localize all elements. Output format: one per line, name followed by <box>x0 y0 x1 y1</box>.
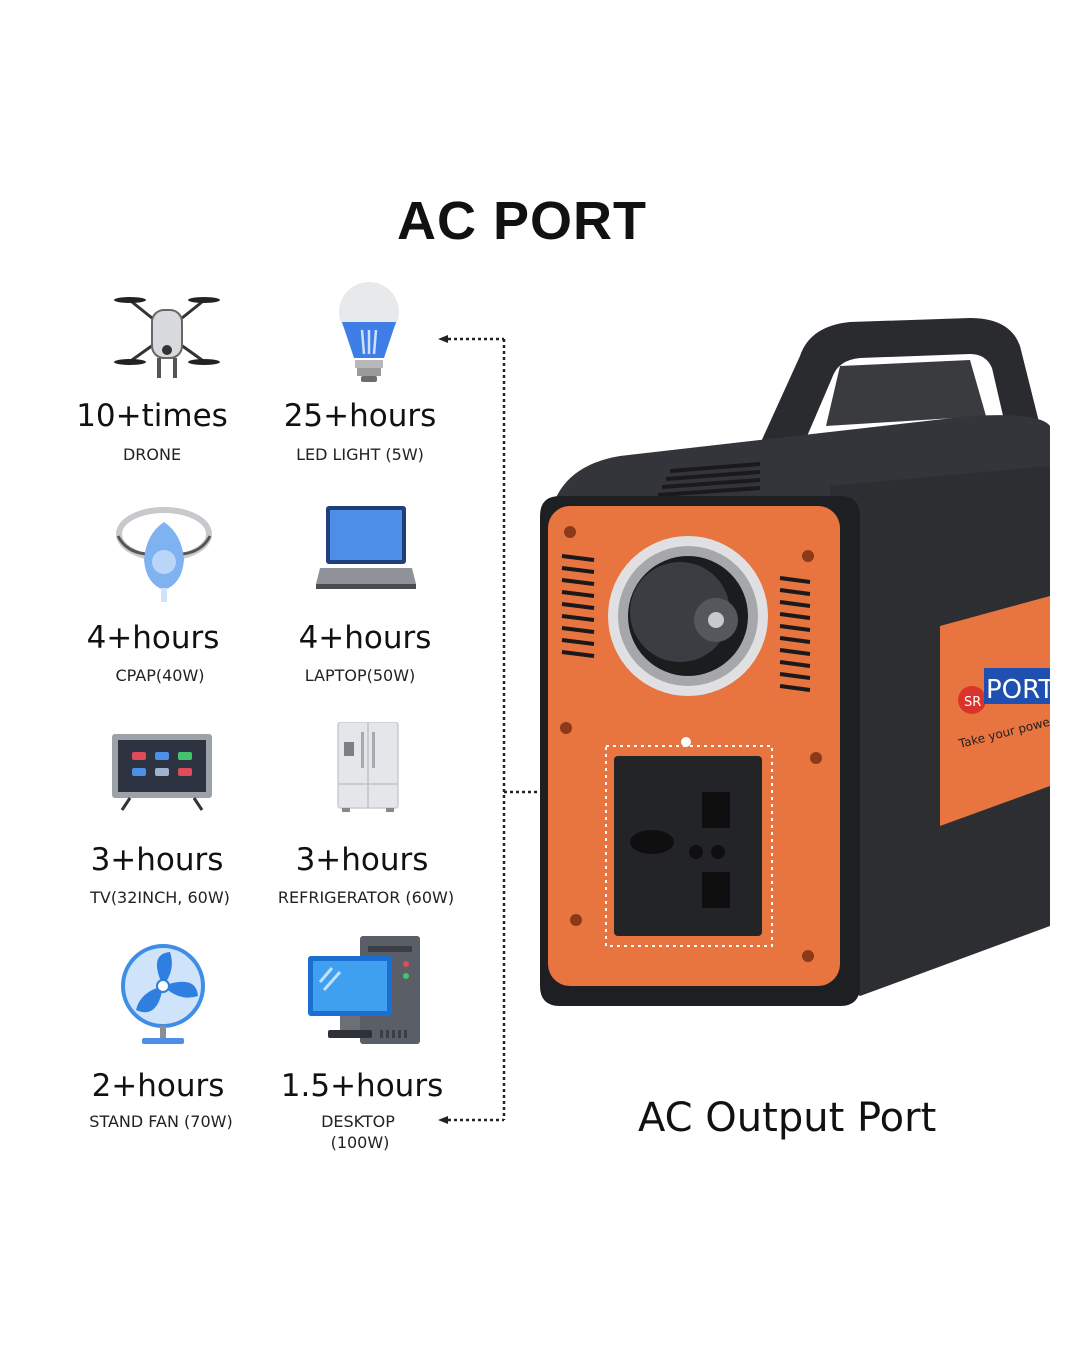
device-label: DESKTOP <box>321 1112 395 1131</box>
runtime-value: 3+hours <box>90 842 224 878</box>
runtime-value: 4+hours <box>298 620 432 656</box>
ac-output-caption: AC Output Port <box>638 1095 937 1141</box>
device-label: REFRIGERATOR (60W) <box>277 888 455 907</box>
device-label: TV(32INCH, 60W) <box>90 888 230 907</box>
refrigerator-icon <box>336 722 400 814</box>
led-bulb-icon <box>336 282 402 386</box>
fan-icon <box>118 944 208 1048</box>
power-station-image: SR PORTA Take your power wi <box>540 318 1050 1006</box>
runtime-value: 3+hours <box>295 842 429 878</box>
device-label-line2: (100W) <box>330 1133 390 1152</box>
runtime-value: 2+hours <box>91 1068 225 1104</box>
cpap-mask-icon <box>116 504 212 604</box>
drone-icon <box>112 280 222 385</box>
laptop-icon <box>316 504 416 594</box>
brand-logo: SR <box>964 695 981 710</box>
device-label: LAPTOP(50W) <box>304 666 416 685</box>
runtime-value: 10+times <box>76 398 228 434</box>
runtime-value: 1.5+hours <box>280 1068 444 1104</box>
device-label: STAND FAN (70W) <box>89 1112 233 1131</box>
device-label: LED LIGHT (5W) <box>296 445 424 464</box>
brand-name: PORTA <box>986 675 1050 705</box>
runtime-value: 25+hours <box>283 398 437 434</box>
page-title: AC PORT <box>397 191 647 251</box>
tv-icon <box>112 734 212 814</box>
runtime-value: 4+hours <box>86 620 220 656</box>
device-label: DRONE <box>122 445 182 464</box>
desktop-computer-icon <box>306 934 424 1046</box>
device-label: CPAP(40W) <box>115 666 205 685</box>
